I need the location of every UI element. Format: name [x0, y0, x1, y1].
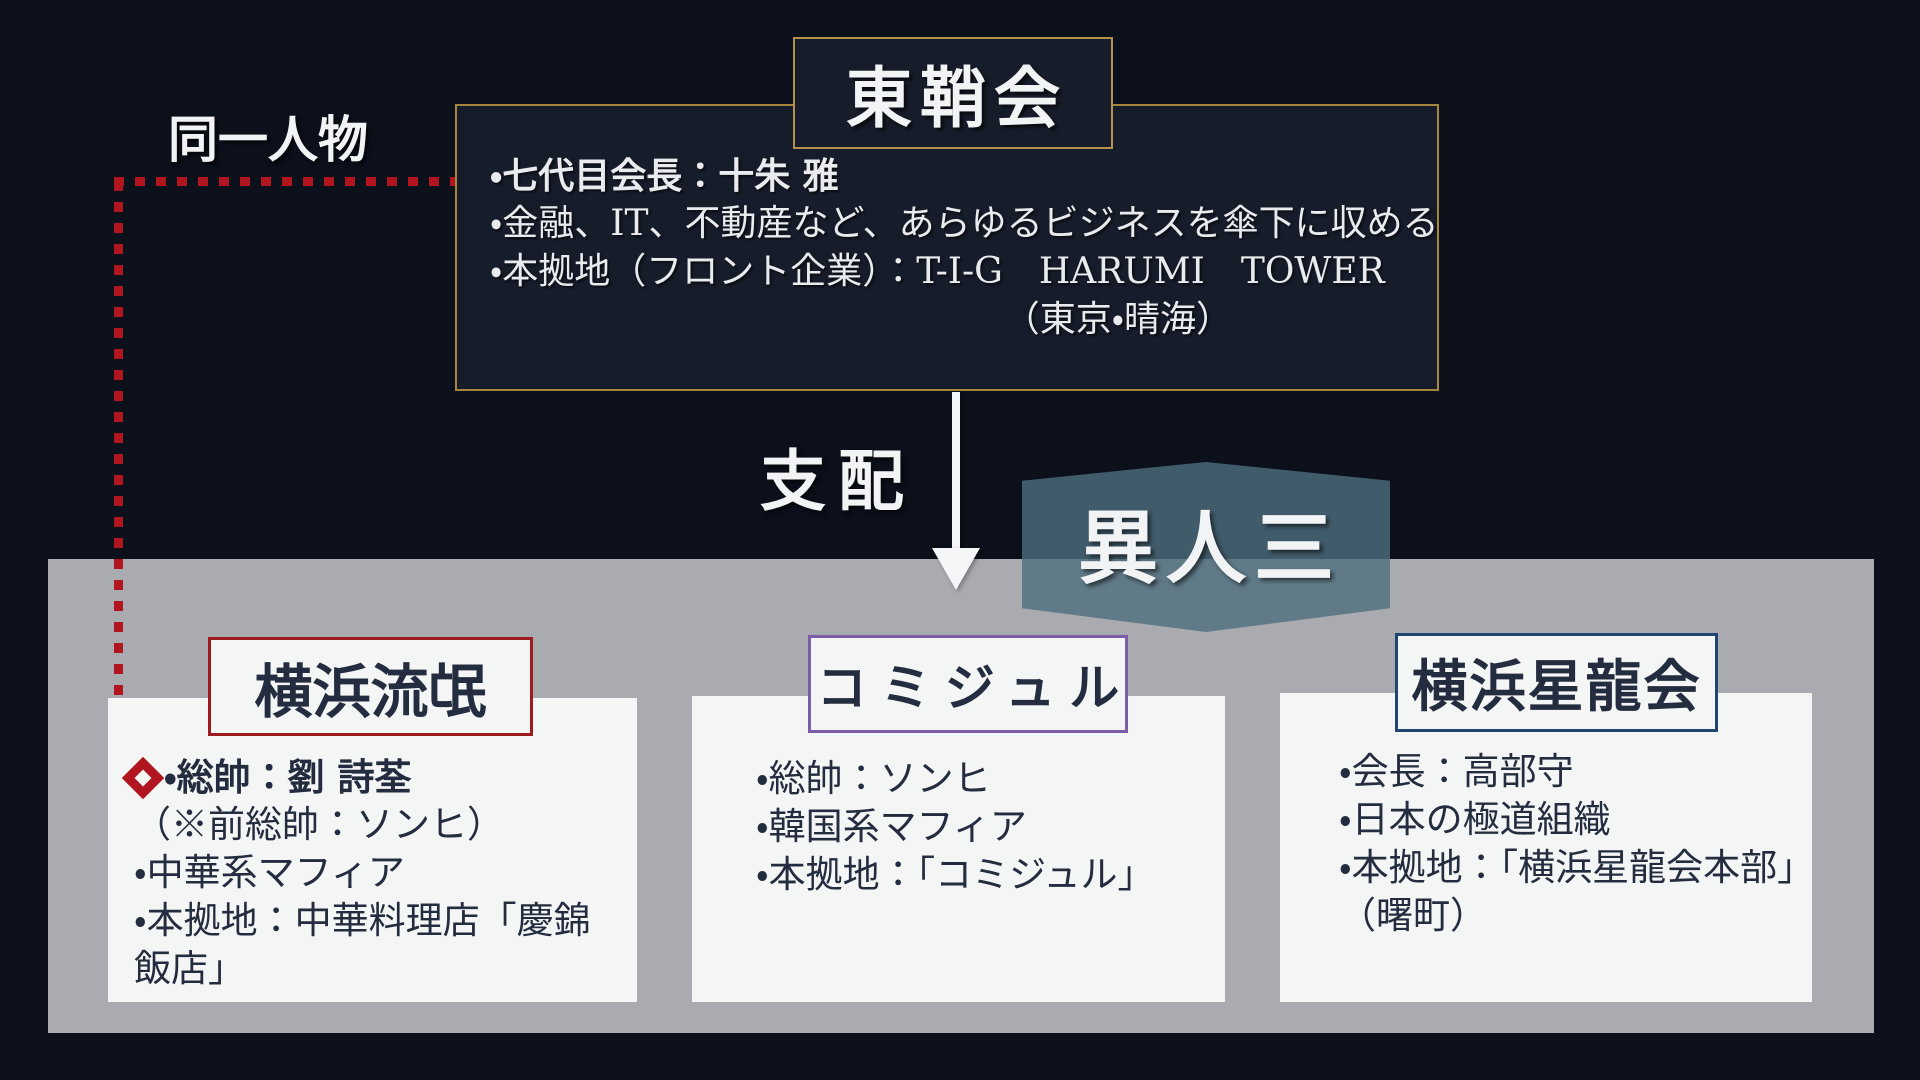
down-arrow-icon [932, 548, 980, 590]
detail-line: ・本拠地：「コミジュル」 [756, 853, 1155, 896]
yokohama-seiryukai-details: ・会長：高部守 ・日本の極道組織 ・本拠地：「横浜星龍会本部」（曙町） [1280, 748, 1812, 940]
komijul-card: ・総帥：ソンヒ ・韓国系マフィア ・本拠地：「コミジュル」 [692, 696, 1225, 1002]
same-person-connector-horizontal [114, 177, 456, 186]
tosho-kai-info-card: ・七代目会長：十朱 雅 ・金融、IT、不動産など、あらゆるビジネスを傘下に収める… [455, 104, 1439, 391]
detail-line: （東京・晴海） [1003, 299, 1232, 340]
detail-line: ・金融、IT、不動産など、あらゆるビジネスを傘下に収める [490, 203, 1439, 244]
ijinsan-label: 異人三 [1078, 501, 1342, 595]
komijul-title: コミジュル [816, 658, 1134, 717]
ijinsan-hexagon-badge: 異人三 [1022, 462, 1390, 632]
komijul-title-box: コミジュル [808, 635, 1128, 733]
yokohama-seiryukai-card: ・会長：高部守 ・日本の極道組織 ・本拠地：「横浜星龍会本部」（曙町） [1280, 693, 1812, 1002]
detail-line: ・韓国系マフィア [756, 805, 1027, 848]
detail-line: ・七代目会長：十朱 雅 [490, 155, 839, 197]
detail-line: ・総帥：劉 詩荃 [164, 755, 412, 799]
detail-line: （※前総帥：ソンヒ） [134, 803, 504, 846]
yokohama-seiryukai-title: 横浜星龍会 [1411, 654, 1702, 720]
yokohama-liumang-details: ・総帥：劉 詩荃 （※前総帥：ソンヒ） ・中華系マフィア ・本拠地：中華料理店「… [108, 753, 637, 993]
control-label: 支配 [760, 442, 916, 520]
yokohama-liumang-card: ・総帥：劉 詩荃 （※前総帥：ソンヒ） ・中華系マフィア ・本拠地：中華料理店「… [108, 698, 637, 1002]
detail-line: ・会長：高部守 [1339, 750, 1574, 793]
down-arrow-shaft [952, 392, 960, 552]
detail-line: ・本拠地：「横浜星龍会本部」（曙町） [1339, 846, 1796, 937]
yokohama-liumang-title: 横浜流氓 [254, 657, 487, 726]
detail-line: ・本拠地：中華料理店「慶錦飯店」 [134, 899, 591, 990]
detail-line: ・日本の極道組織 [1339, 798, 1611, 841]
tosho-kai-details: ・七代目会長：十朱 雅 ・金融、IT、不動産など、あらゆるビジネスを傘下に収める… [457, 152, 1439, 344]
same-person-label: 同一人物 [168, 110, 368, 169]
detail-line: ・本拠地（フロント企業）：T-I-G HARUMI TOWER [490, 251, 1385, 292]
tosho-kai-title-box: 東鞘会 [793, 37, 1113, 149]
same-person-connector-vertical [114, 181, 123, 763]
detail-line: ・中華系マフィア [134, 851, 405, 894]
detail-line: ・総帥：ソンヒ [756, 757, 991, 800]
komijul-details: ・総帥：ソンヒ ・韓国系マフィア ・本拠地：「コミジュル」 [692, 755, 1225, 899]
yokohama-seiryukai-title-box: 横浜星龍会 [1395, 633, 1718, 732]
yokohama-liumang-title-box: 横浜流氓 [208, 637, 533, 736]
tosho-kai-title: 東鞘会 [846, 59, 1068, 137]
